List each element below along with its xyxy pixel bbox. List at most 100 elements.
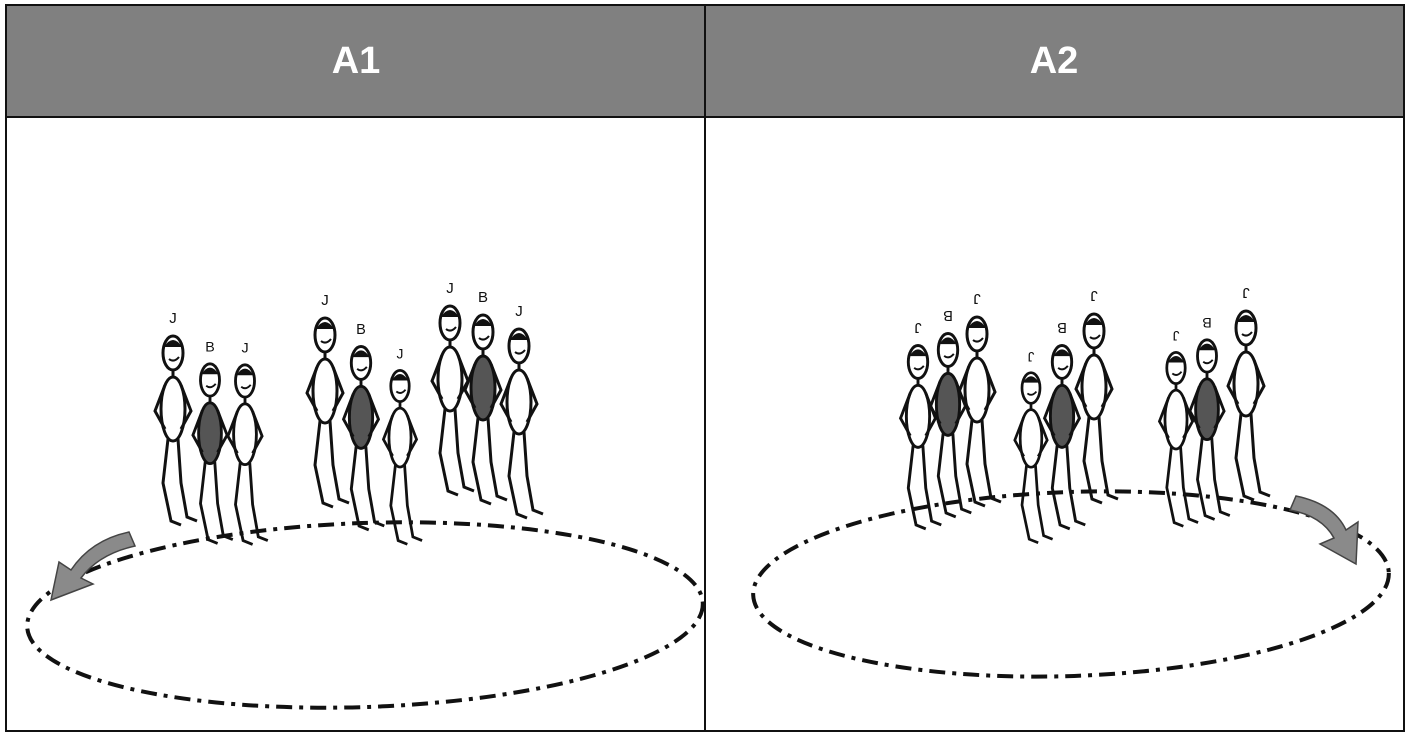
hair-icon [1022,376,1040,383]
hair-icon [909,349,927,357]
smile-icon [1202,359,1214,365]
figure-body [436,345,464,413]
figure-label: B [1202,314,1212,330]
stick-figure-b: B [191,340,234,545]
figure-body [1080,353,1108,421]
hair-icon [236,368,254,376]
rotation-arrow-ccw-icon [49,531,137,602]
figure-label: J [321,292,329,309]
stick-figure-b: B [928,307,972,519]
figure-label: J [241,341,248,357]
hair-icon [1085,318,1103,325]
stick-figure-j: J [430,280,475,497]
hair-icon [391,374,409,381]
figure-body [1048,383,1076,449]
smile-icon [356,366,368,372]
hair-icon [164,340,182,347]
smile-icon [1241,331,1253,337]
figure-label: J [973,290,981,307]
figure-body [197,401,223,466]
panel-header-a1: A1 [7,6,705,116]
hair-icon [1198,343,1216,351]
figure-body [232,402,258,467]
stick-figure-b: B [463,289,508,506]
hair-icon [1167,356,1185,363]
figure-body [347,384,375,450]
figure-body [505,368,533,436]
smile-icon [478,335,490,341]
figure-label: J [914,319,921,335]
stick-figure-j: J [1074,287,1119,505]
hair-icon [474,319,492,326]
smile-icon [395,389,407,394]
stick-figure-j: J [153,310,198,527]
smile-icon [240,384,252,390]
stick-figure-j: J [226,341,269,546]
figure-group-a1: J B J J B J J B J [153,280,544,546]
stick-figure-b: B [341,322,385,532]
smile-icon [1026,390,1038,396]
column-divider [704,6,706,730]
figure-body [1194,377,1220,442]
stick-figure-j: J [1013,349,1054,545]
figure-label: J [1090,287,1098,304]
figure-label: J [446,280,454,297]
figure-body [387,406,413,469]
rotation-arrow-cw-icon [1288,495,1359,566]
smile-icon [1171,371,1183,376]
stick-figure-j: J [381,346,423,546]
figure-body [904,383,932,449]
figure-body [963,356,991,424]
figure-body [1232,350,1260,418]
smile-icon [972,337,984,343]
stick-figure-j: J [898,319,942,531]
figure-label: B [1057,319,1067,335]
figure-body [469,354,497,422]
hair-icon [1053,349,1071,357]
stick-figure-j: J [1157,328,1199,528]
figure-label: J [169,310,177,327]
figure-body [934,371,962,437]
smile-icon [913,365,925,371]
smile-icon [445,326,457,332]
smile-icon [943,353,955,359]
stick-figure-j: J [957,290,1002,508]
figure-body [311,357,339,425]
smile-icon [205,383,217,389]
stick-figure-b: B [1188,314,1231,521]
figure-label: J [397,346,404,361]
smile-icon [1057,365,1069,371]
hair-icon [316,322,334,329]
stick-figure-j: J [1226,284,1271,502]
smile-icon [168,356,180,362]
hair-icon [968,321,986,328]
panel-header-a2: A2 [705,6,1403,116]
dance-circle-a2 [751,489,1391,679]
stick-figure-b: B [1042,319,1086,531]
smile-icon [514,349,526,355]
hair-icon [1237,315,1255,322]
smile-icon [320,338,332,344]
figure-label: J [1173,328,1180,343]
hair-icon [939,337,957,345]
stick-figure-j: J [305,292,350,509]
hair-icon [510,333,528,340]
figure-label: J [515,303,523,320]
dance-circle-a1 [25,520,704,710]
figure-label: B [205,340,215,356]
figure-body [159,375,187,443]
figure-label: B [478,289,488,306]
figure-label: B [943,307,953,323]
figure-body [1163,388,1189,451]
hair-icon [441,310,459,317]
hair-icon [201,367,219,375]
panel-a1-drawing: J B J J B J J B J [25,280,704,710]
figure-label: B [356,322,366,338]
figure-label: J [1242,284,1250,301]
smile-icon [1089,334,1101,340]
figure-body [1018,408,1044,469]
